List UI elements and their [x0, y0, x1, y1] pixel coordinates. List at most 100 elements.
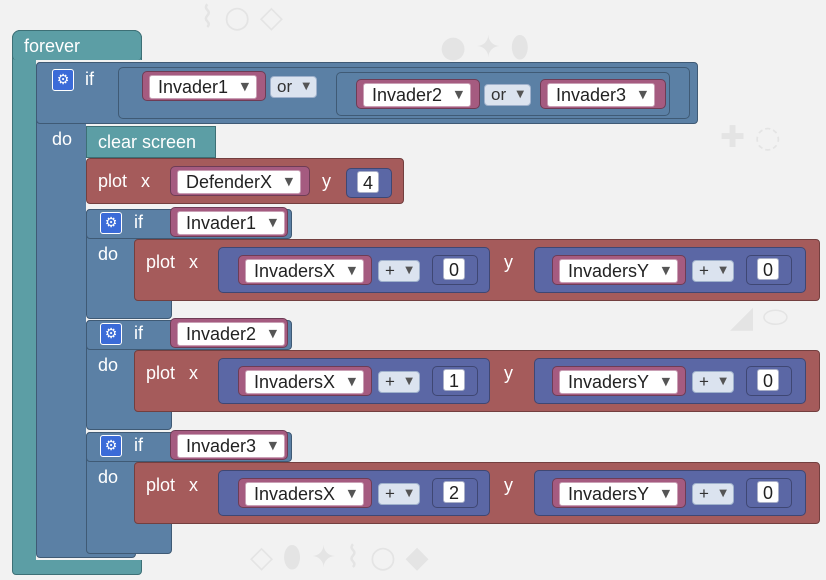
variable-block-invader2[interactable]: Invader2▼ — [356, 79, 480, 109]
x-label: x — [189, 252, 198, 272]
gear-icon[interactable]: ⚙ — [100, 323, 122, 345]
gear-icon[interactable]: ⚙ — [52, 69, 74, 91]
triangle-down-icon: ▼ — [661, 375, 671, 388]
plot-label: plot — [146, 475, 176, 495]
y-label: y — [322, 171, 331, 191]
variable-block-invader1[interactable]: Invader1▼ — [142, 71, 266, 101]
triangle-down-icon: ▼ — [302, 81, 311, 92]
do-label: do — [52, 129, 73, 149]
variable-block-condition[interactable]: Invader2▼ — [170, 318, 288, 348]
triangle-down-icon: ▼ — [638, 88, 648, 101]
variable-block-invadersx[interactable]: InvadersX▼ — [238, 478, 372, 508]
background-pattern: ⌇ ○ ◇ — [200, 0, 283, 35]
y-label: y — [504, 363, 513, 383]
plot-label: plot — [98, 171, 128, 191]
variable-block-invadersx[interactable]: InvadersX▼ — [238, 366, 372, 396]
triangle-down-icon: ▼ — [284, 175, 294, 188]
number-block[interactable]: 0 — [746, 255, 792, 285]
triangle-down-icon: ▼ — [719, 376, 727, 387]
math-operator-dropdown[interactable]: +▼ — [378, 483, 420, 505]
triangle-down-icon: ▼ — [719, 488, 727, 499]
forever-arm-top — [12, 30, 142, 60]
number-block[interactable]: 4 — [346, 168, 392, 198]
x-label: x — [141, 171, 150, 191]
if-label: if — [134, 212, 143, 232]
triangle-down-icon: ▼ — [347, 487, 357, 500]
background-pattern: ◢ ⬭ — [730, 300, 789, 335]
clear-screen-label: clear screen — [98, 132, 197, 152]
triangle-down-icon: ▼ — [661, 487, 671, 500]
background-pattern: ✚ ◌ — [720, 120, 781, 155]
number-block[interactable]: 0 — [432, 255, 478, 285]
variable-block-condition[interactable]: Invader1▼ — [170, 207, 288, 237]
variable-block-defenderx[interactable]: DefenderX▼ — [170, 166, 310, 196]
x-label: x — [189, 363, 198, 383]
triangle-down-icon: ▼ — [405, 488, 413, 499]
plot-label: plot — [146, 252, 176, 272]
variable-dropdown[interactable]: Invader1▼ — [177, 211, 286, 235]
triangle-down-icon: ▼ — [405, 265, 413, 276]
number-field[interactable]: 4 — [357, 171, 379, 193]
if-label: if — [134, 323, 143, 343]
gear-icon[interactable]: ⚙ — [100, 435, 122, 457]
number-field[interactable]: 0 — [757, 481, 779, 503]
number-field[interactable]: 0 — [757, 258, 779, 280]
background-pattern: ◇ ⬮ ✦ ⌇ ○ ◆ — [250, 540, 429, 575]
math-operator-dropdown[interactable]: +▼ — [692, 483, 734, 505]
variable-block-invader3[interactable]: Invader3▼ — [540, 79, 666, 109]
math-operator-dropdown[interactable]: +▼ — [692, 260, 734, 282]
math-operator-dropdown[interactable]: +▼ — [378, 260, 420, 282]
triangle-down-icon: ▼ — [268, 439, 278, 452]
variable-block-condition[interactable]: Invader3▼ — [170, 430, 288, 460]
or-operator-dropdown[interactable]: or▼ — [270, 76, 318, 98]
triangle-down-icon: ▼ — [661, 264, 671, 277]
if-label: if — [85, 69, 94, 89]
gear-icon[interactable]: ⚙ — [100, 212, 122, 234]
triangle-down-icon: ▼ — [516, 89, 525, 100]
triangle-down-icon: ▼ — [268, 216, 278, 229]
number-field[interactable]: 0 — [757, 369, 779, 391]
do-label: do — [98, 355, 119, 375]
do-label: do — [98, 467, 119, 487]
math-operator-dropdown[interactable]: +▼ — [692, 371, 734, 393]
number-block[interactable]: 0 — [746, 366, 792, 396]
variable-dropdown[interactable]: DefenderX▼ — [177, 170, 302, 194]
y-label: y — [504, 252, 513, 272]
number-field[interactable]: 1 — [443, 369, 465, 391]
number-block[interactable]: 1 — [432, 366, 478, 396]
background-pattern: ● ✦ ⬮ — [440, 30, 530, 65]
variable-dropdown[interactable]: Invader3▼ — [547, 83, 656, 107]
variable-dropdown[interactable]: Invader2▼ — [177, 322, 286, 346]
variable-dropdown[interactable]: InvadersX▼ — [245, 482, 365, 506]
variable-block-invadersy[interactable]: InvadersY▼ — [552, 366, 686, 396]
do-label: do — [98, 244, 119, 264]
variable-dropdown[interactable]: Invader3▼ — [177, 434, 286, 458]
plot-label: plot — [146, 363, 176, 383]
variable-block-invadersx[interactable]: InvadersX▼ — [238, 255, 372, 285]
variable-dropdown[interactable]: InvadersY▼ — [559, 259, 679, 283]
variable-dropdown[interactable]: InvadersY▼ — [559, 370, 679, 394]
triangle-down-icon: ▼ — [719, 265, 727, 276]
triangle-down-icon: ▼ — [347, 375, 357, 388]
variable-block-invadersy[interactable]: InvadersY▼ — [552, 255, 686, 285]
number-block[interactable]: 0 — [746, 478, 792, 508]
x-label: x — [189, 475, 198, 495]
triangle-down-icon: ▼ — [454, 88, 464, 101]
variable-dropdown[interactable]: InvadersX▼ — [245, 370, 365, 394]
triangle-down-icon: ▼ — [240, 80, 250, 93]
number-field[interactable]: 2 — [443, 481, 465, 503]
variable-dropdown[interactable]: Invader1▼ — [149, 75, 258, 99]
variable-dropdown[interactable]: Invader2▼ — [363, 83, 472, 107]
variable-dropdown[interactable]: InvadersX▼ — [245, 259, 365, 283]
number-field[interactable]: 0 — [443, 258, 465, 280]
number-block[interactable]: 2 — [432, 478, 478, 508]
math-operator-dropdown[interactable]: +▼ — [378, 371, 420, 393]
y-label: y — [504, 475, 513, 495]
triangle-down-icon: ▼ — [405, 376, 413, 387]
if-label: if — [134, 435, 143, 455]
or-operator-dropdown[interactable]: or▼ — [484, 84, 532, 106]
clear-screen-block[interactable] — [86, 126, 216, 158]
variable-block-invadersy[interactable]: InvadersY▼ — [552, 478, 686, 508]
forever-label: forever — [24, 36, 81, 56]
variable-dropdown[interactable]: InvadersY▼ — [559, 482, 679, 506]
